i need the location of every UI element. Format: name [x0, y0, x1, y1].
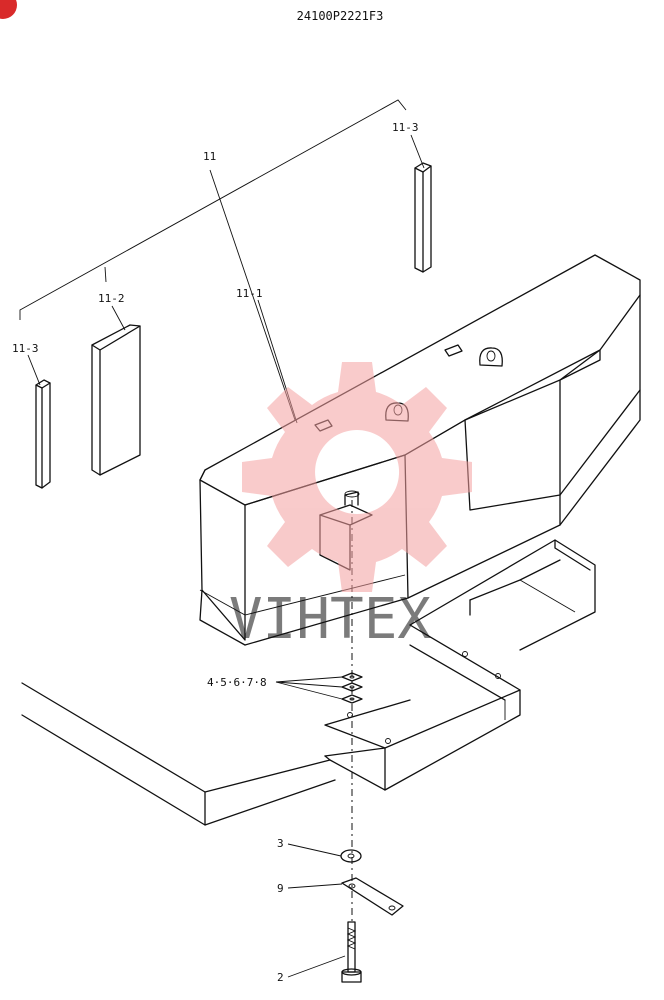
corner-logo-mark — [0, 0, 17, 19]
plate-11-3-left — [35, 379, 51, 489]
callout-11-3-top: 11-3 — [392, 121, 419, 134]
watermark-text: VIHTEX — [229, 587, 432, 652]
callout-11-3-left: 11-3 — [12, 342, 39, 355]
callout-9: 9 — [277, 882, 284, 895]
plate-11-3-right — [414, 162, 432, 273]
bolt — [341, 921, 362, 983]
counterweight — [199, 254, 641, 646]
callout-11-2: 11-2 — [98, 292, 125, 305]
bracket — [341, 877, 404, 916]
watermark: VIHTEX — [229, 362, 472, 652]
washer — [340, 849, 362, 863]
callout-2: 2 — [277, 971, 284, 984]
gear-icon — [242, 362, 472, 592]
drawing-code: 24100P2221F3 — [297, 9, 384, 23]
callout-11: 11 — [203, 150, 216, 163]
frame — [21, 539, 596, 826]
plate-11-2 — [91, 324, 141, 476]
callout-11-1: 11-1 — [236, 287, 263, 300]
callout-shims: 4·5·6·7·8 — [207, 676, 267, 689]
callout-3: 3 — [277, 837, 284, 850]
